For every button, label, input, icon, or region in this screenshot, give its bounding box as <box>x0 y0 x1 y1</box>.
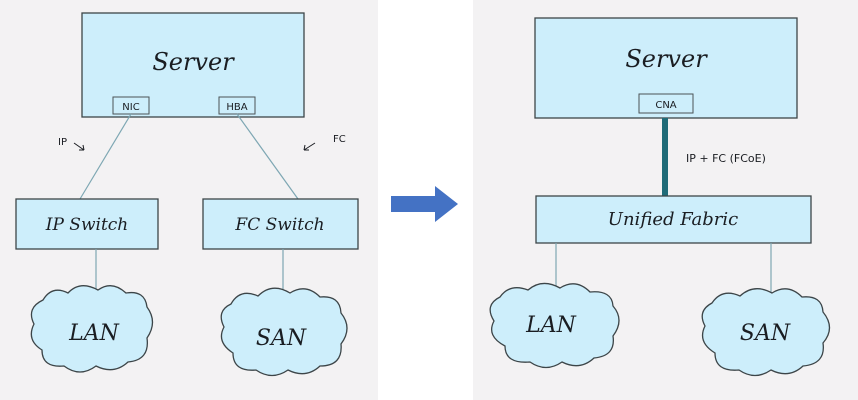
fc-switch-label: FC Switch <box>234 215 324 235</box>
cna-port <box>638 93 694 114</box>
cna-label: CNA <box>655 100 676 111</box>
right-lan-cloud-icon <box>489 282 620 369</box>
fcoe-annotation: IP + FC (FCoE) <box>686 152 766 165</box>
right-server-label: Server <box>625 45 708 73</box>
transition-arrow-icon <box>391 186 458 222</box>
left-san-cloud-icon <box>220 287 348 377</box>
fc-annotation: FC <box>333 134 346 145</box>
ip-annotation: IP <box>58 137 67 148</box>
right-san-label: SAN <box>740 321 791 346</box>
ip-switch-label: IP Switch <box>45 215 129 235</box>
fc-arrow-icon <box>303 142 316 151</box>
unified-fabric-box <box>535 195 812 244</box>
fc-switch-box <box>202 198 359 250</box>
ip-arrow-icon <box>73 142 85 151</box>
right-san-cloud-icon <box>701 288 831 377</box>
nic-label: NIC <box>122 102 139 113</box>
hba-label: HBA <box>226 102 247 113</box>
ip-link <box>79 113 132 200</box>
fc-link <box>236 113 299 200</box>
fcoe-link <box>662 118 668 196</box>
left-server-label: Server <box>152 48 235 76</box>
ip-switch-box <box>15 198 159 250</box>
left-lan-label: LAN <box>68 321 119 346</box>
left-lan-cloud-icon <box>30 285 154 373</box>
right-lan-label: LAN <box>525 313 576 338</box>
unified-fabric-label: Unified Fabric <box>608 209 738 230</box>
left-san-label: SAN <box>256 326 307 351</box>
